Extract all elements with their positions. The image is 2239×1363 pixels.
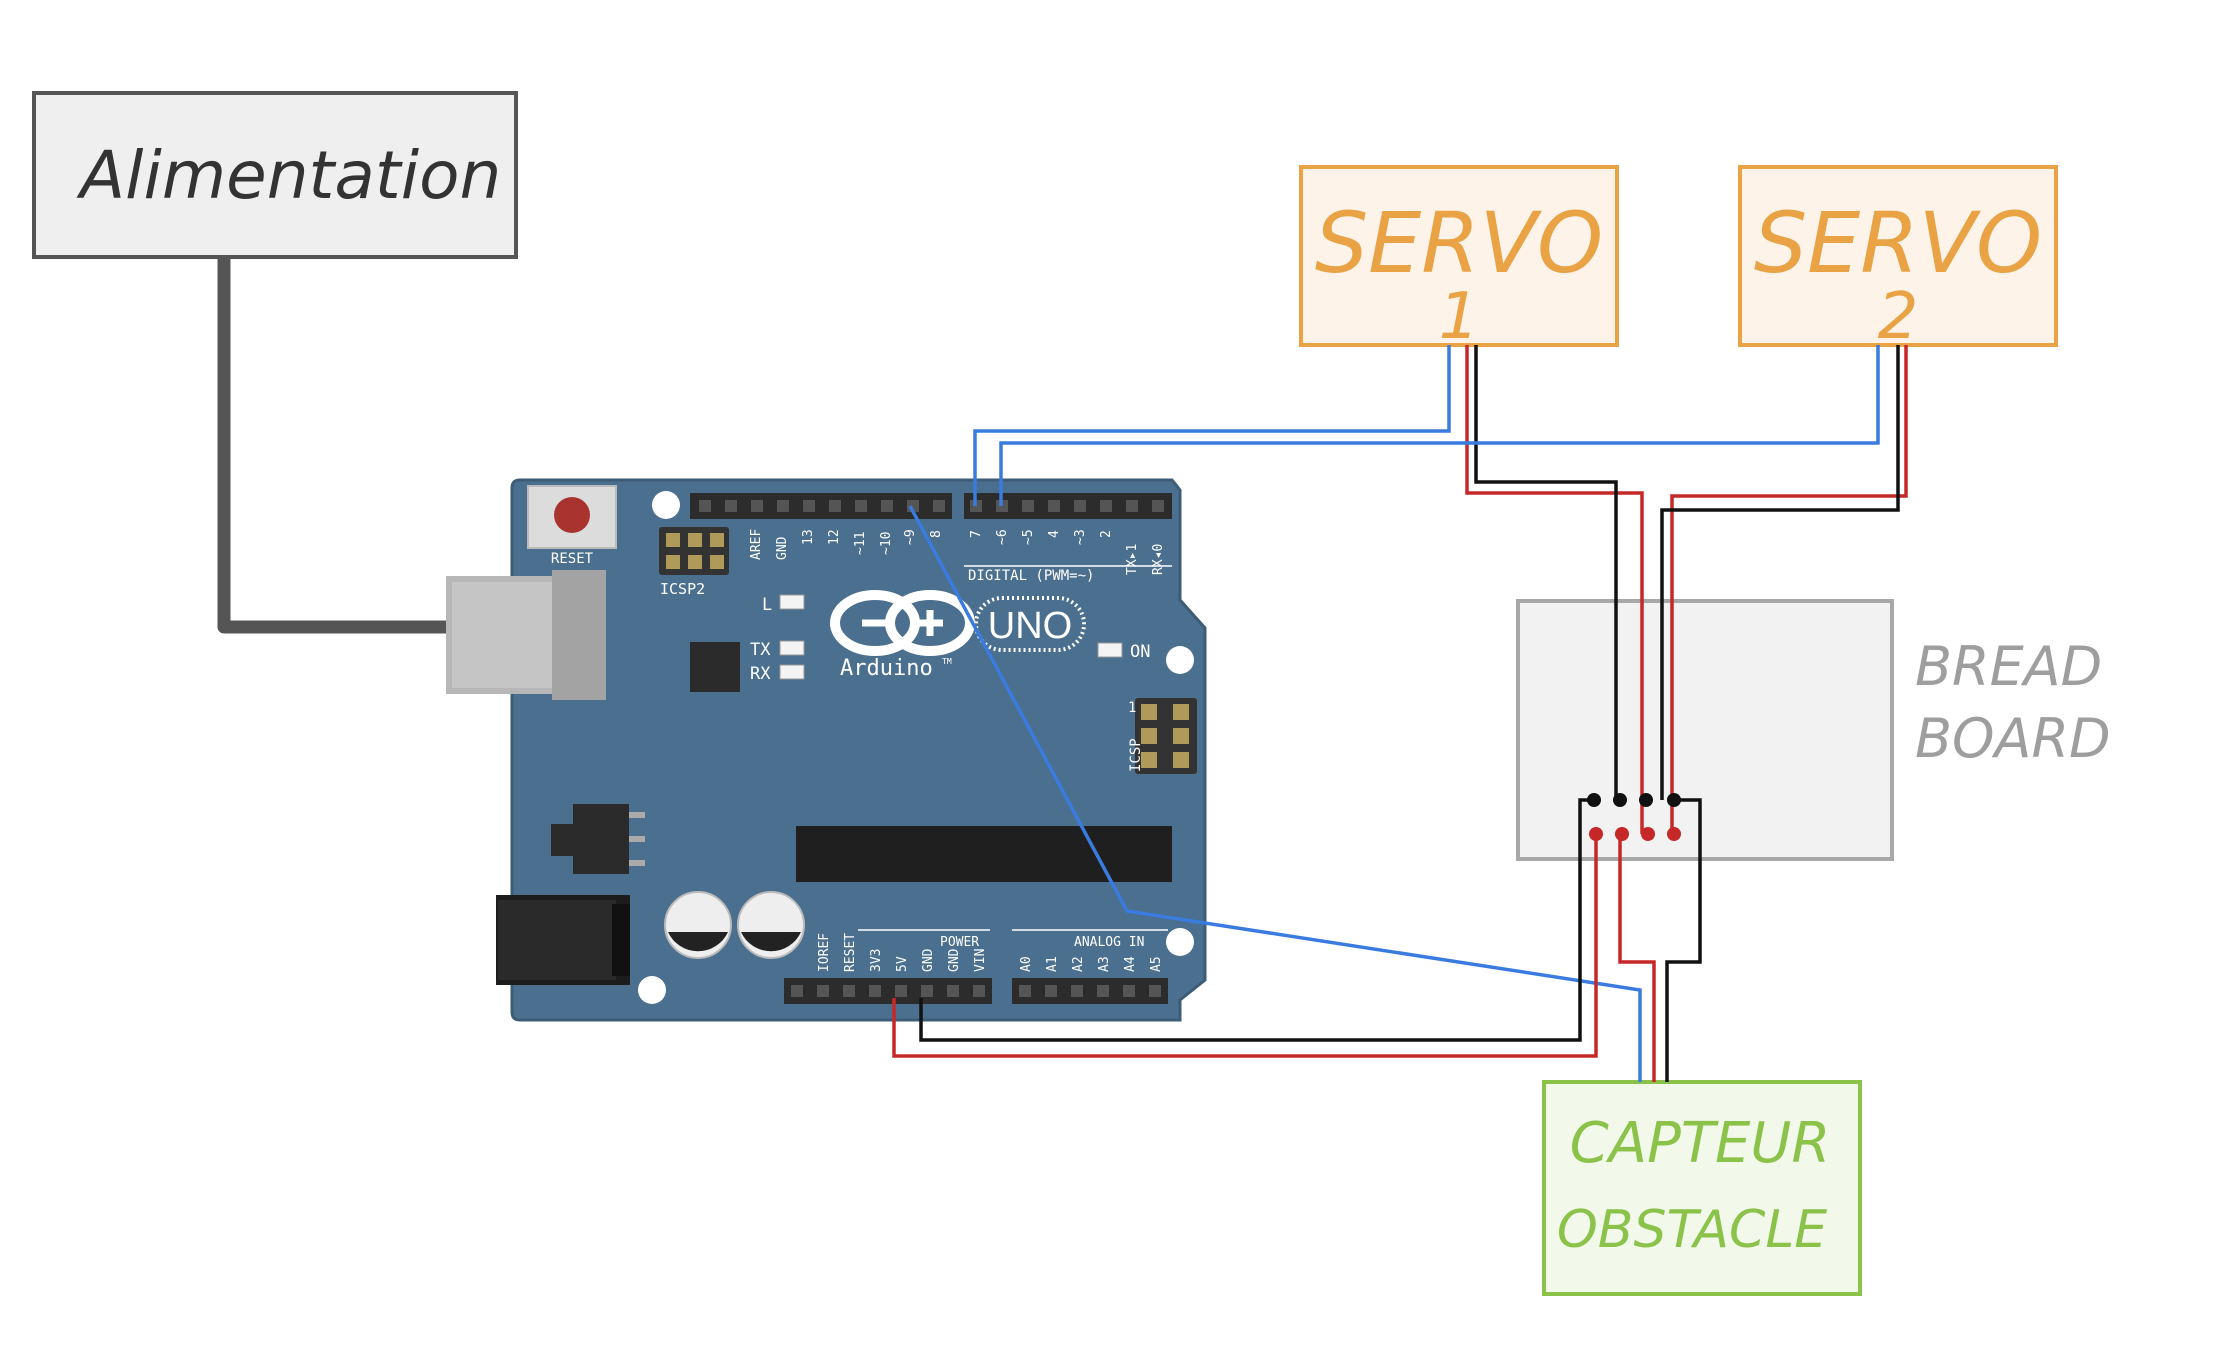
icsp-header: 1 ICSP bbox=[1128, 698, 1197, 774]
pin-label: ~11 bbox=[853, 532, 868, 555]
pin-label: VIN bbox=[973, 949, 988, 972]
model-label: UNO bbox=[988, 605, 1072, 647]
pin-label: GND bbox=[947, 948, 962, 972]
usb-chip bbox=[690, 642, 740, 692]
pin-label: 8 bbox=[929, 530, 944, 538]
reset-label: RESET bbox=[551, 551, 594, 567]
pin-label: A4 bbox=[1123, 956, 1138, 972]
arduino-logo: Arduino TM UNO bbox=[830, 590, 1086, 681]
led-rx-label: RX bbox=[750, 664, 771, 684]
pin-label: 4 bbox=[1047, 530, 1062, 538]
sensor-signal-wire bbox=[908, 505, 1642, 1082]
mount-hole bbox=[652, 491, 680, 519]
pin-label: GND bbox=[775, 536, 790, 560]
sensor-ground-wire bbox=[1665, 798, 1702, 1082]
pin-label: 3V3 bbox=[869, 949, 884, 972]
bottom-pin-labels: IOREF RESET 3V3 5V GND GND VIN A0 A1 A2 … bbox=[817, 933, 1164, 972]
led-on-label: ON bbox=[1130, 642, 1150, 662]
servo1-ground-wire bbox=[1474, 345, 1618, 800]
top-header-right bbox=[964, 493, 1172, 519]
servo-1-title: SERVO bbox=[1315, 194, 1603, 292]
servo-1-number: 1 bbox=[1439, 280, 1480, 354]
voltage-regulator bbox=[551, 804, 645, 874]
pin-label: 7 bbox=[969, 530, 984, 538]
analog-label: ANALOG IN bbox=[1074, 935, 1144, 950]
mount-hole bbox=[1166, 646, 1194, 674]
servo2-signal-wire bbox=[999, 345, 1880, 506]
icsp2-header: ICSP2 bbox=[659, 527, 729, 598]
pin-label: A5 bbox=[1149, 956, 1164, 972]
breadboard-line1: BREAD bbox=[1915, 635, 2102, 698]
servo2-ground-wire bbox=[1660, 345, 1900, 800]
top-header-left bbox=[690, 493, 952, 519]
digital-label: DIGITAL (PWM=~) bbox=[968, 568, 1094, 584]
pin-label: RX◂0 bbox=[1151, 544, 1166, 575]
servo-2-title: SERVO bbox=[1754, 194, 2042, 292]
pin-label: AREF bbox=[749, 529, 764, 560]
arduino-gnd-wire bbox=[919, 798, 1594, 1042]
icsp-pin1-label: 1 bbox=[1128, 700, 1136, 716]
dc-power-jack bbox=[496, 895, 630, 985]
breadboard-nodes bbox=[1587, 793, 1681, 841]
power-header bbox=[784, 978, 992, 1004]
servo-2-number: 2 bbox=[1878, 280, 1919, 354]
arduino-uno-board: RESET ICSP2 L TX RX ON bbox=[446, 478, 1207, 1022]
status-leds: L TX RX ON bbox=[750, 594, 1150, 684]
icsp2-label: ICSP2 bbox=[660, 580, 705, 598]
obstacle-sensor-box: CAPTEUR OBSTACLE bbox=[1542, 1080, 1862, 1296]
breadboard-line2: BOARD bbox=[1915, 707, 2111, 770]
pin-label: ~9 bbox=[903, 529, 918, 545]
servo1-signal-wire bbox=[973, 345, 1451, 506]
led-l-label: L bbox=[762, 595, 772, 615]
arduino-5v-wire bbox=[892, 834, 1598, 1058]
pin-label: 5V bbox=[895, 956, 910, 972]
capacitors bbox=[664, 891, 805, 959]
breadboard: BREAD BOARD bbox=[1516, 599, 2111, 861]
pin-label: 2 bbox=[1099, 530, 1114, 538]
trademark-label: TM bbox=[942, 657, 952, 666]
servo-2-box: SERVO 2 bbox=[1738, 165, 2058, 354]
pin-label: ~6 bbox=[995, 529, 1010, 545]
icsp-label: ICSP bbox=[1128, 738, 1144, 772]
mount-hole bbox=[1166, 928, 1194, 956]
reset-button: RESET bbox=[527, 485, 617, 567]
power-supply-box: Alimentation bbox=[32, 91, 518, 259]
pin-label: A1 bbox=[1045, 956, 1060, 972]
pin-label: ~10 bbox=[879, 532, 894, 555]
pin-label: A2 bbox=[1071, 956, 1086, 972]
pin-label: IOREF bbox=[817, 933, 832, 972]
pin-label: ~3 bbox=[1073, 529, 1088, 545]
servo1-power-wire bbox=[1465, 345, 1644, 834]
pin-label: RESET bbox=[843, 933, 858, 972]
sensor-line1: CAPTEUR bbox=[1570, 1111, 1831, 1176]
power-label: POWER bbox=[940, 935, 979, 950]
pin-label: ~5 bbox=[1021, 529, 1036, 545]
servo-1-box: SERVO 1 bbox=[1299, 165, 1619, 354]
pin-label: TX▸1 bbox=[1125, 544, 1140, 575]
analog-header bbox=[1012, 978, 1168, 1004]
pin-label: A3 bbox=[1097, 956, 1112, 972]
sensor-line2: OBSTACLE bbox=[1557, 1200, 1827, 1260]
pin-label: A0 bbox=[1019, 956, 1034, 972]
led-tx-label: TX bbox=[750, 640, 771, 660]
pin-label: 13 bbox=[801, 529, 816, 545]
top-pin-labels: AREF GND 13 12 ~11 ~10 ~9 8 7 ~6 ~5 4 ~3… bbox=[749, 529, 1166, 575]
servo2-power-wire bbox=[1670, 345, 1908, 834]
power-supply-label: Alimentation bbox=[76, 137, 501, 214]
pin-label: GND bbox=[921, 948, 936, 972]
brand-label: Arduino bbox=[840, 656, 933, 681]
atmega-chip bbox=[796, 826, 1172, 882]
sensor-power-wire bbox=[1618, 834, 1656, 1082]
mount-hole bbox=[638, 976, 666, 1004]
power-cable bbox=[217, 259, 458, 634]
pin-label: 12 bbox=[827, 529, 842, 545]
